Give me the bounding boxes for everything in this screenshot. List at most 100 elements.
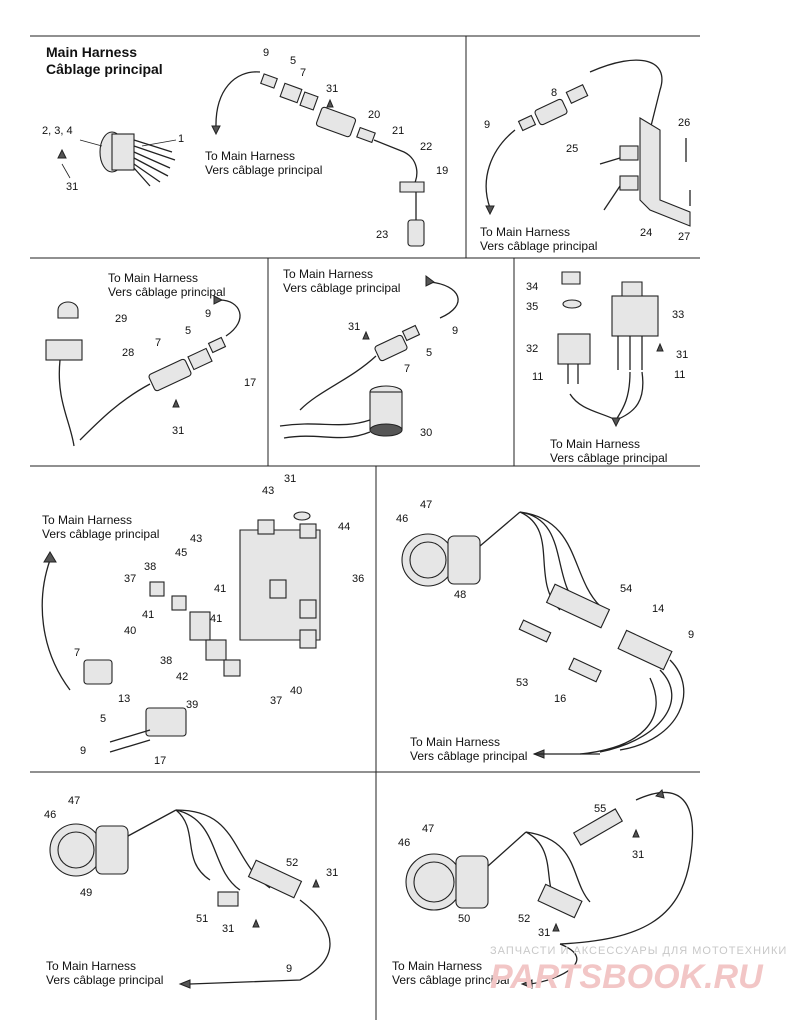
- callout-31: 31: [284, 473, 296, 485]
- note-to-main-en: To Main Harness: [42, 513, 132, 527]
- callout-52: 52: [286, 857, 298, 869]
- callout-7: 7: [300, 67, 306, 79]
- callout-46: 46: [398, 837, 410, 849]
- watermark-logo: PARTSBOOK.RU: [490, 958, 764, 996]
- panel-dividers: [30, 35, 700, 1020]
- note-to-main-en: To Main Harness: [480, 225, 570, 239]
- callout-17: 17: [244, 377, 256, 389]
- callout-11b: 11: [674, 369, 685, 381]
- note-to-main-fr: Vers câblage principal: [480, 239, 597, 253]
- note-to-main-en: To Main Harness: [410, 735, 500, 749]
- callout-29: 29: [115, 313, 127, 325]
- callout-54: 54: [620, 583, 632, 595]
- callout-46: 46: [396, 513, 408, 525]
- callout-1: 1: [178, 133, 184, 145]
- callout-52: 52: [518, 913, 530, 925]
- callout-32: 32: [526, 343, 538, 355]
- callout-43b: 43: [190, 533, 202, 545]
- callout-49: 49: [80, 887, 92, 899]
- callout-50: 50: [458, 913, 470, 925]
- callout-13: 13: [118, 693, 130, 705]
- callout-11: 11: [532, 371, 543, 383]
- callout-37: 37: [124, 573, 136, 585]
- callout-44: 44: [338, 521, 350, 533]
- callout-9: 9: [452, 325, 458, 337]
- note-to-main-fr: Vers câblage principal: [205, 163, 322, 177]
- callout-9: 9: [688, 629, 694, 641]
- panel-3-bracket: 8 9 26 25 24 27 To Main Harness Vers câb…: [480, 59, 691, 253]
- callout-51: 51: [196, 913, 208, 925]
- note-to-main-fr: Vers câblage principal: [550, 451, 667, 465]
- callout-16: 16: [554, 693, 566, 705]
- panel-7-fuse-box: To Main Harness Vers câblage principal 4…: [41, 473, 364, 767]
- callout-20: 20: [368, 109, 380, 121]
- callout-39: 39: [186, 699, 198, 711]
- callout-28: 28: [122, 347, 134, 359]
- callout-31: 31: [326, 83, 338, 95]
- note-to-main-fr: Vers câblage principal: [392, 973, 509, 987]
- note-to-main-fr: Vers câblage principal: [46, 973, 163, 987]
- callout-14: 14: [652, 603, 664, 615]
- arrow-to-main: [211, 125, 221, 136]
- title-line1: Main Harness: [46, 44, 137, 60]
- callout-24: 24: [640, 227, 652, 239]
- callout-47: 47: [420, 499, 432, 511]
- note-to-main-en: To Main Harness: [550, 437, 640, 451]
- callout-25: 25: [566, 143, 578, 155]
- callout-9: 9: [484, 119, 490, 131]
- callout-33: 33: [672, 309, 684, 321]
- note-to-main-en: To Main Harness: [283, 267, 373, 281]
- callout-30: 30: [420, 427, 432, 439]
- callout-5: 5: [290, 55, 296, 67]
- callout-35: 35: [526, 301, 538, 313]
- callout-22: 22: [420, 141, 432, 153]
- callout-55: 55: [594, 803, 606, 815]
- callout-23: 23: [376, 229, 388, 241]
- callout-17: 17: [154, 755, 166, 767]
- callout-38b: 38: [160, 655, 172, 667]
- callout-48: 48: [454, 589, 466, 601]
- note-to-main-fr: Vers câblage principal: [108, 285, 225, 299]
- callout-5: 5: [185, 325, 191, 337]
- callout-40b: 40: [290, 685, 302, 697]
- callout-31: 31: [326, 867, 338, 879]
- callout-40: 40: [124, 625, 136, 637]
- callout-27: 27: [678, 231, 690, 243]
- callout-31: 31: [676, 349, 688, 361]
- note-to-main-en: To Main Harness: [46, 959, 136, 973]
- callout-7: 7: [404, 363, 410, 375]
- drop-31: [57, 148, 67, 159]
- callout-9: 9: [263, 47, 269, 59]
- callout-8: 8: [551, 87, 557, 99]
- callout-46: 46: [44, 809, 56, 821]
- callout-31: 31: [348, 321, 360, 333]
- watermark-tagline: ЗАПЧАСТИ И АКСЕССУАРЫ ДЛЯ МОТОТЕХНИКИ: [490, 945, 787, 957]
- callout-47: 47: [68, 795, 80, 807]
- callout-31: 31: [632, 849, 644, 861]
- connector-body: [111, 133, 135, 171]
- callout-45: 45: [175, 547, 187, 559]
- panel-9-gauge: 47 46 49 52 31 51 31 9 To Main Harness V…: [44, 795, 338, 989]
- note-to-main-en: To Main Harness: [205, 149, 295, 163]
- callout-47: 47: [422, 823, 434, 835]
- callout-9: 9: [205, 308, 211, 320]
- callout-38: 38: [144, 561, 156, 573]
- callout-21: 21: [392, 125, 404, 137]
- title-line2: Câblage principal: [46, 61, 163, 77]
- callout-5: 5: [426, 347, 432, 359]
- panel-8-gauge: 47 46 48 54 14 9 53 16 To Main Harness V…: [396, 499, 694, 763]
- callout-31b: 31: [222, 923, 234, 935]
- callout-37b: 37: [270, 695, 282, 707]
- callout-26: 26: [678, 117, 690, 129]
- callout-43: 43: [262, 485, 274, 497]
- callout-7: 7: [74, 647, 80, 659]
- panel-4-switch: To Main Harness Vers câblage principal 2…: [45, 271, 256, 447]
- callout-41c: 41: [210, 613, 222, 625]
- callout-31b: 31: [538, 927, 550, 939]
- panel-5-pump: To Main Harness Vers câblage principal 3…: [279, 267, 459, 439]
- note-to-main-en: To Main Harness: [392, 959, 482, 973]
- note-to-main-fr: Vers câblage principal: [42, 527, 159, 541]
- callout-31: 31: [66, 181, 78, 193]
- callout-41: 41: [214, 583, 226, 595]
- callout-53: 53: [516, 677, 528, 689]
